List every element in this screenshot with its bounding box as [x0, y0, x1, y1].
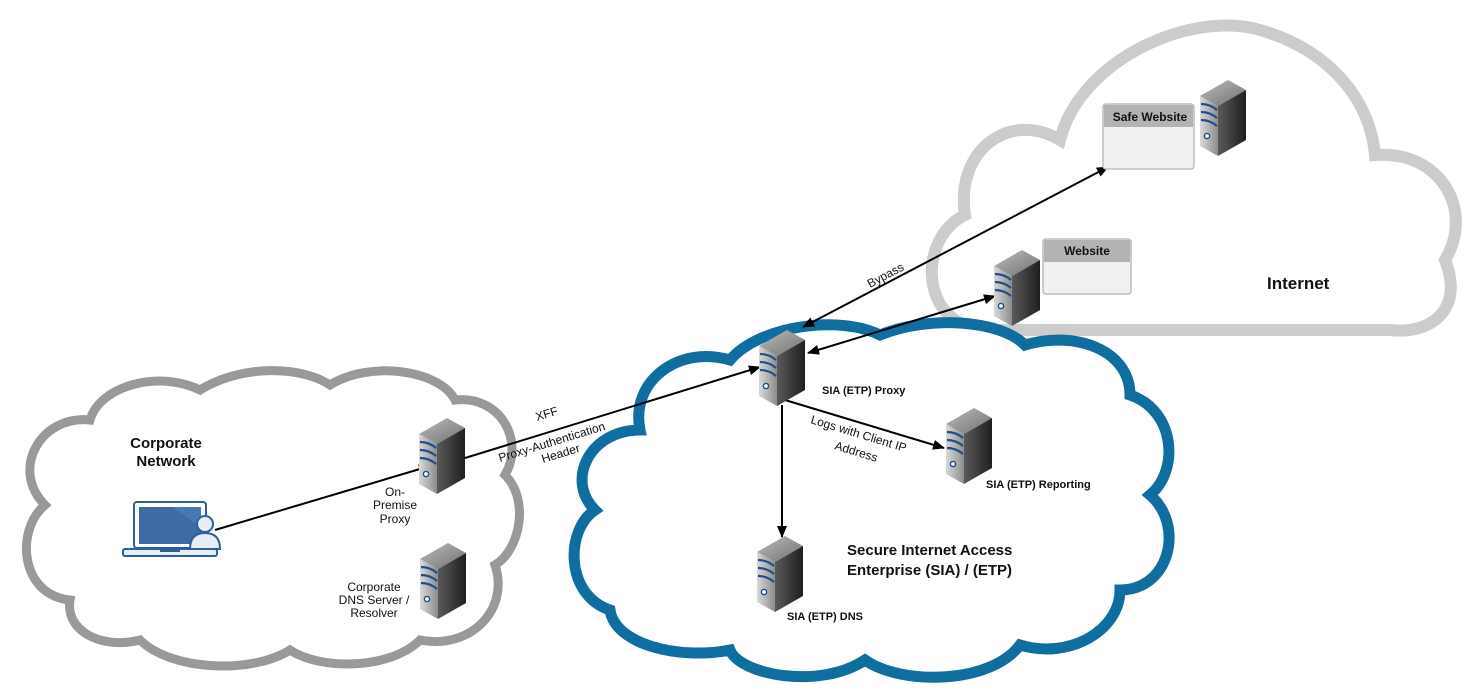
website-label: Website — [1064, 244, 1110, 258]
sia-cloud-title-2: Enterprise (SIA) / (ETP) — [847, 562, 1012, 579]
corporate-dns-label-3: Resolver — [350, 606, 397, 620]
laptop-user-icon[interactable] — [122, 501, 222, 557]
website-box: Website — [1042, 238, 1132, 295]
on-premise-proxy-label-3: Proxy — [380, 512, 411, 526]
corporate-dns-label-1: Corporate — [347, 580, 401, 594]
corporate-network-title-1: Corporate — [130, 435, 202, 452]
edge-laptop-to-onprem-proxy — [214, 464, 431, 531]
safe-website-box: Safe Website — [1102, 103, 1195, 170]
edge-label-bypass: Bypass — [865, 260, 906, 291]
sia-reporting-label: SIA (ETP) Reporting — [986, 479, 1091, 491]
sia-cloud-title-1: Secure Internet Access — [847, 542, 1012, 559]
sia-cloud — [568, 317, 1175, 683]
sia-proxy-label: SIA (ETP) Proxy — [822, 385, 906, 397]
corporate-network-title-2: Network — [136, 453, 196, 470]
on-premise-proxy-label-2: Premise — [373, 498, 417, 512]
edge-onprem-to-sia-proxy — [464, 365, 761, 459]
corporate-network-cloud — [21, 366, 524, 671]
edge-sia-proxy-to-reporting — [784, 399, 945, 450]
edge-label-xff: XFF — [534, 404, 560, 424]
internet-cloud-title: Internet — [1267, 274, 1330, 293]
sia-dns-label: SIA (ETP) DNS — [787, 611, 863, 623]
safe-website-label: Safe Website — [1113, 110, 1188, 124]
on-premise-proxy-label-1: On- — [385, 485, 405, 499]
corporate-dns-label-2: DNS Server / — [339, 593, 410, 607]
edge-sia-proxy-website — [807, 294, 996, 355]
